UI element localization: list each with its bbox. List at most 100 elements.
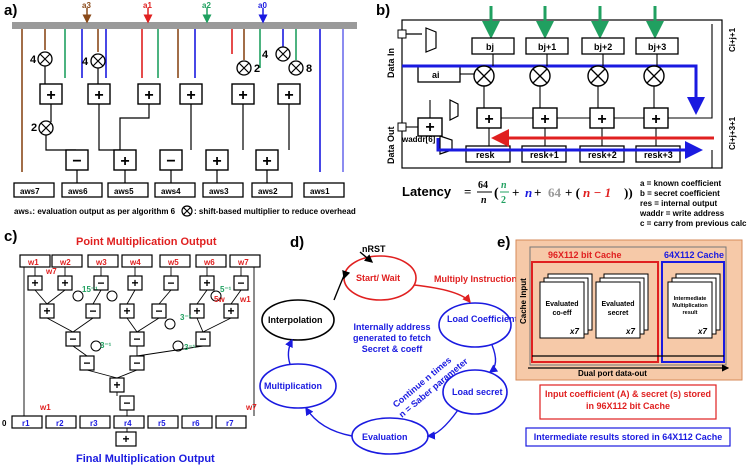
output-label: aws5 [114,187,134,196]
svg-text:r1: r1 [22,419,30,428]
svg-text:w2: w2 [59,258,71,267]
mul-const: 4 [30,54,37,66]
svg-text:w3: w3 [95,258,107,267]
latency-label: Latency [402,184,452,199]
legend-line: a = known coefficient [640,179,721,188]
mul-const: 2 [254,63,260,75]
svg-text:+: + [540,111,549,128]
a-reg: ai [432,70,440,80]
svg-text:n − 1: n − 1 [583,185,611,200]
cache64-label: 64X112 Cache [664,250,724,260]
panel-label-e: e) [497,234,511,251]
svg-text:+: + [651,111,660,128]
input-label: a2 [202,1,211,10]
state-interpolation [261,299,335,341]
svg-text:+: + [123,304,130,318]
legend-line: waddr = write address [639,209,725,218]
panel-d: nRST Start/ Wait Load Coefficient Load s… [259,244,518,455]
svg-text:+: + [425,119,434,136]
svg-text:+: + [186,87,195,104]
svg-text:+: + [46,87,55,104]
waddr-label: waddr[6] [401,135,436,144]
svg-text:64: 64 [478,180,488,191]
svg-text:x7: x7 [569,327,579,336]
svg-text:3⁻¹: 3⁻¹ [100,341,112,350]
dual-port-label: Dual port data-out [578,369,647,378]
svg-text:−: − [133,332,140,346]
res-reg: resk+2 [588,150,617,160]
svg-text:−: − [237,276,244,290]
svg-text:+: + [144,87,153,104]
state-multiplication [259,363,337,409]
output-label: aws2 [258,187,278,196]
svg-text:w1: w1 [39,403,51,412]
svg-text:w7: w7 [237,258,249,267]
svg-text:5w: 5w [214,295,225,304]
svg-text:+: + [113,378,120,392]
svg-text:+: + [120,153,129,170]
svg-text:(: ( [494,186,499,201]
svg-text:x7: x7 [697,327,707,336]
svg-text:w1: w1 [27,258,39,267]
svg-text:15⁻¹: 15⁻¹ [82,285,98,294]
mul-const: 2 [31,122,37,134]
output-registers [13,182,345,198]
svg-text:=: = [464,184,471,199]
state-start-label: Start/ Wait [356,273,400,283]
legend-eval: aws₁: evaluation output as per algorithm… [14,207,176,216]
svg-text:n: n [501,180,507,191]
b-reg: bj [486,42,494,52]
b-reg: bj+2 [594,42,612,52]
svg-text:−: − [123,396,130,410]
svg-text:+: + [534,185,541,200]
panel-a: +++ +++ −+− [12,1,357,217]
svg-text:r7: r7 [226,419,234,428]
panel-e: 96X112 bit Cache 64X112 Cache Cache Inpu… [515,239,743,447]
panel-label-b: b) [376,2,391,19]
legend-line: res = internal output [640,199,717,208]
svg-text:w1: w1 [239,295,251,304]
state-interp-label: Interpolation [268,315,323,325]
data-in-label: Data In [386,48,396,78]
svg-text:+: + [61,276,68,290]
cache-input-label: Cache Input [519,278,528,324]
svg-text:r4: r4 [124,419,132,428]
state-load-coef-label: Load Coefficient [447,314,518,324]
panel-label-a: a) [4,2,18,19]
svg-text:)): )) [624,185,633,200]
output-label: aws6 [68,187,88,196]
panel-c: Point Multiplication Output w1 w2 w3 w4 … [2,236,261,465]
svg-text:0: 0 [2,419,7,428]
output-label: aws3 [209,187,229,196]
svg-text:+: + [512,185,519,200]
panel-label-d: d) [290,234,305,251]
legend-line: b = secret coefficient [640,189,720,198]
carry-top: Ci+j+1 [728,27,737,52]
svg-text:r5: r5 [158,419,166,428]
svg-text:+: + [193,304,200,318]
svg-text:+: + [212,153,221,170]
point-mult-title: Point Multiplication Output [76,236,217,248]
svg-text:w7: w7 [245,403,257,412]
input-bus [12,22,357,29]
svg-text:n: n [481,195,487,206]
svg-text:r6: r6 [192,419,200,428]
input-label: a3 [82,1,91,10]
svg-text:−: − [155,304,162,318]
svg-text:2: 2 [501,195,506,206]
cache96-label: 96X112 bit Cache [548,250,622,260]
input-label: a1 [143,1,152,10]
svg-text:−: − [167,276,174,290]
legend-line: c = carry from previous calculation [640,219,747,228]
svg-text:r3: r3 [90,419,98,428]
internal-note: Internally address generated to fetch Se… [352,322,431,354]
svg-text:−: − [83,356,90,370]
svg-text:−: − [97,276,104,290]
svg-text:+: + [31,276,38,290]
svg-text:−: − [199,332,206,346]
res-reg: resk+1 [530,150,559,160]
svg-text:+: + [94,87,103,104]
mul-const: 4 [262,49,269,61]
svg-text:w4: w4 [129,258,141,267]
input-label: a0 [258,1,267,10]
